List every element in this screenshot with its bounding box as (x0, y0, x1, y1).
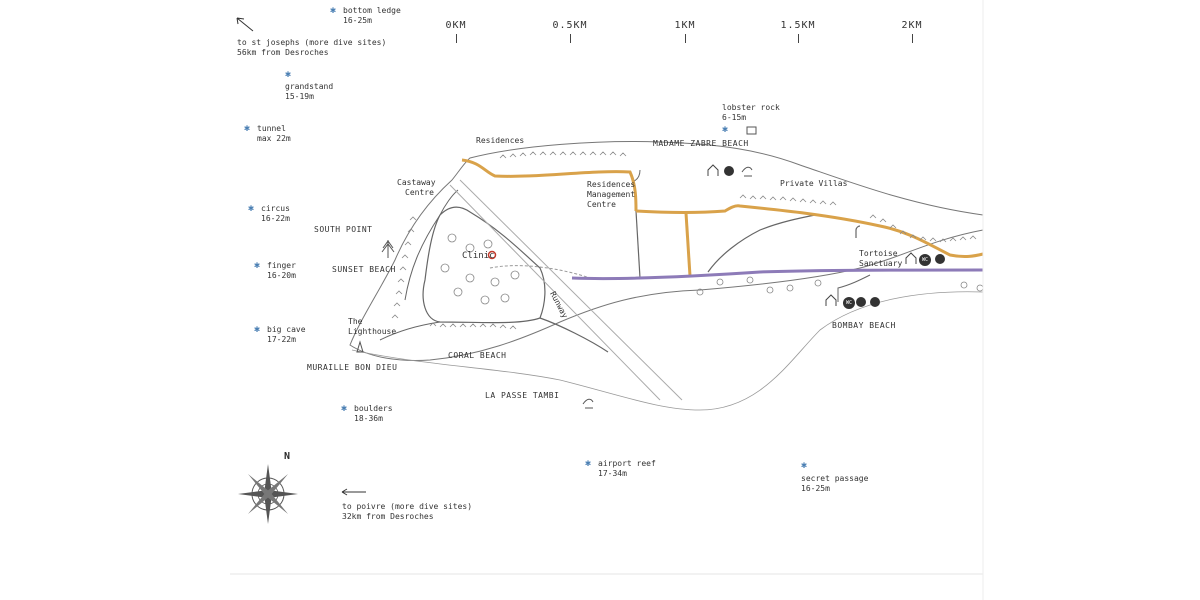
dive-site-star-icon: ✱ (248, 203, 255, 214)
label-south-point: SOUTH POINT (314, 225, 373, 234)
label-private-villas: Private Villas (780, 179, 848, 188)
grey-path (837, 274, 871, 302)
dive-site-star-icon: ✱ (285, 69, 292, 80)
scale-tick (685, 34, 686, 43)
reef-outline (351, 291, 984, 411)
label-sunset-beach: SUNSET BEACH (332, 265, 396, 274)
tree-icons (440, 233, 984, 305)
inner-loop (422, 206, 546, 324)
lighthouse-icon (356, 340, 364, 353)
wc-icon: WC (843, 297, 855, 309)
pine-tree-icon (381, 240, 395, 258)
dive-site-star-icon: ✱ (254, 260, 261, 271)
grey-path (539, 317, 609, 353)
road (461, 158, 638, 212)
dive-site-star-icon: ✱ (722, 124, 729, 135)
scale-label-2km: 2KM (901, 20, 923, 31)
label-the-lighthouse: The Lighthouse (348, 317, 397, 336)
dive-site-star-icon: ✱ (585, 458, 592, 469)
label-clinic: Clinic (462, 251, 495, 261)
dive-icon (724, 166, 945, 307)
scale-tick (570, 34, 571, 43)
label-coral-beach: CORAL BEACH (448, 351, 507, 360)
grey-path (635, 210, 641, 279)
villa-row (391, 151, 977, 330)
road (635, 204, 984, 259)
compass-rose-icon (238, 464, 298, 524)
main-road (571, 268, 984, 281)
direction-poivre: to poivre (more dive sites) 32km from De… (342, 502, 473, 521)
runway (459, 179, 683, 401)
first-aid-icon (487, 250, 497, 260)
grey-path (855, 225, 861, 238)
dive-site-star-icon: ✱ (244, 123, 251, 134)
runway (449, 184, 661, 401)
compass-north-label: N (284, 451, 291, 462)
scale-tick (798, 34, 799, 43)
label-residences-management-centre: Residences Management Centre (587, 180, 636, 209)
scale-label-0-5km: 0.5KM (552, 20, 588, 31)
label-residences: Residences (476, 136, 525, 145)
scale-tick (912, 34, 913, 43)
scale-label-1-5km: 1.5KM (780, 20, 816, 31)
dive-site-star-icon: ✱ (330, 5, 337, 16)
lobster-rock-icon (746, 126, 757, 135)
direction-st-josephs: to st josephs (more dive sites) 56km fro… (237, 38, 387, 57)
house-icon (707, 164, 917, 306)
label-bombay-beach: BOMBAY BEACH (832, 321, 896, 330)
grey-path (404, 189, 459, 301)
road (684, 212, 692, 277)
dive-site-star-icon: ✱ (254, 324, 261, 335)
scale-tick (456, 34, 457, 43)
label-muraille-bon-dieu: MURAILLE BON DIEU (307, 363, 398, 372)
label-madame-zabre-beach: MADAME ZABRE BEACH (653, 139, 749, 148)
scale-label-0km: 0KM (445, 20, 467, 31)
arrow-to-st-josephs (236, 17, 254, 32)
label-la-passe-tambi: LA PASSE TAMBI (485, 391, 560, 400)
label-tortoise-sanctuary: Tortoise Sanctuary (859, 249, 903, 268)
island-outline (349, 141, 984, 361)
surf-icon (582, 166, 753, 409)
wc-icon: WC (919, 254, 931, 266)
grey-path (707, 214, 816, 273)
grey-path (379, 321, 441, 341)
dive-site-star-icon: ✱ (341, 403, 348, 414)
label-castaway-centre: Castaway Centre (397, 178, 436, 197)
dashed-path (489, 265, 591, 279)
scale-label-1km: 1KM (674, 20, 696, 31)
dive-site-star-icon: ✱ (801, 460, 808, 471)
arrow-to-poivre (341, 488, 366, 496)
